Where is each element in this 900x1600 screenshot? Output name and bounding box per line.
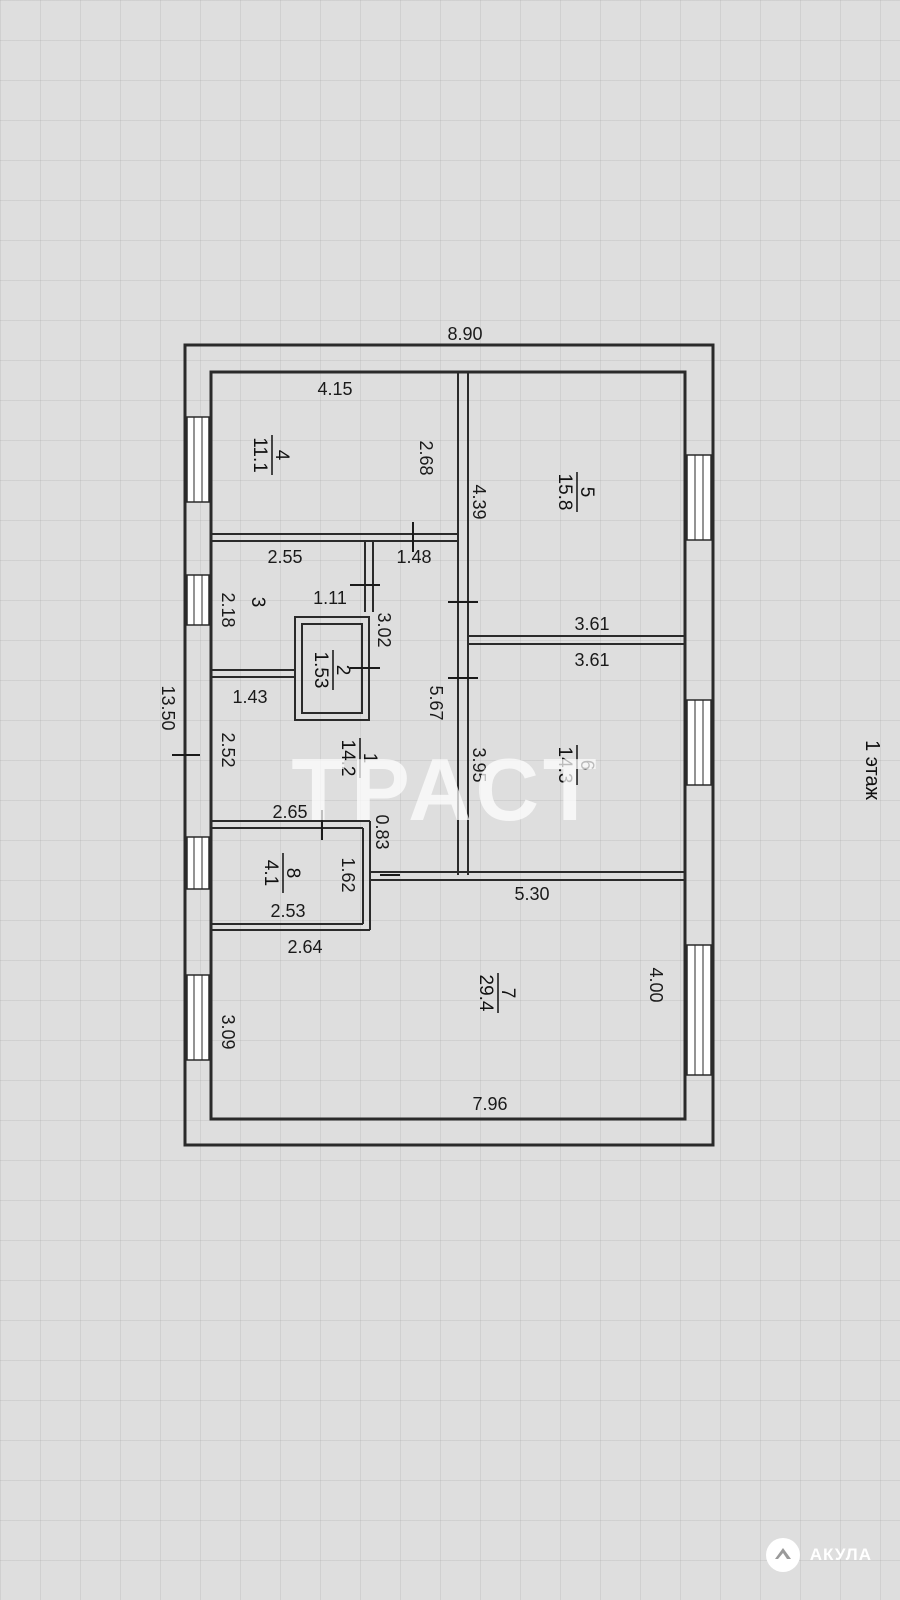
dim-room4-a: 4.15: [317, 379, 352, 399]
watermark-text: ТРАСТ: [291, 740, 602, 839]
dim-hall-f: 2.65: [272, 802, 307, 822]
dim-room8-a: 1.62: [338, 857, 358, 892]
room-7-label: 7 29.4: [475, 973, 518, 1013]
window-mullions: [193, 417, 704, 1075]
dim-room7-c: 3.09: [218, 1014, 238, 1049]
dim-hall-c: 5.67: [426, 685, 446, 720]
room-7-area: 29.4: [475, 975, 496, 1012]
room-8-area: 4.1: [260, 860, 281, 886]
room-8-label: 8 4.1: [260, 853, 303, 893]
room-2-label: 2 1.53: [310, 650, 353, 690]
room-4-label: 4 11.1: [249, 435, 292, 475]
room-6-number: 6: [576, 760, 597, 771]
dim-room3-a: 2.55: [267, 547, 302, 567]
room-1-area: 14.2: [337, 740, 358, 777]
interior-walls: [211, 372, 685, 931]
room-1-number: 1: [359, 753, 380, 764]
dim-room4-b: 2.68: [416, 440, 436, 475]
dim-room6-a: 3.61: [574, 650, 609, 670]
dim-room8-b: 2.53: [270, 901, 305, 921]
dim-room7-e: 7.96: [472, 1094, 507, 1114]
tick-marks: [172, 522, 478, 876]
floor-label: 1 этаж: [861, 740, 883, 801]
dim-hall-g: 0.83: [372, 814, 392, 849]
shark-logo-icon: [765, 1538, 800, 1572]
room-2-number: 2: [332, 665, 353, 676]
brand-name: АКУЛА: [809, 1545, 872, 1564]
dim-overall-height: 13.50: [158, 685, 178, 730]
window-left-4: [186, 974, 210, 1061]
room-8-number: 8: [282, 868, 303, 879]
window-right-3: [686, 944, 712, 1076]
window-left-3: [186, 836, 210, 890]
dim-room3-c: 1.11: [313, 588, 347, 608]
dim-room7-d: 4.00: [646, 967, 666, 1002]
dim-hall-a: 1.48: [396, 547, 431, 567]
window-left-2: [186, 574, 210, 626]
dim-room5-a: 4.39: [469, 484, 489, 519]
room-2-area: 1.53: [310, 652, 331, 689]
dim-room7-b: 2.64: [287, 937, 322, 957]
room-6-label: 6 14.3: [554, 745, 597, 785]
room-3-label: 3: [247, 597, 268, 608]
dim-hall-d: 2.52: [218, 732, 238, 767]
room-5-number: 5: [576, 487, 597, 498]
brand-badge: АКУЛА: [765, 1538, 872, 1572]
room-6-area: 14.3: [554, 747, 575, 784]
dim-room3-b: 2.18: [218, 592, 238, 627]
room-labels: 4 11.1 5 15.8 6 14.3 1 14.2 2: [247, 435, 597, 1013]
room-5-label: 5 15.8: [554, 472, 597, 512]
room-3-number: 3: [247, 597, 268, 608]
dim-hall-b: 3.02: [374, 612, 394, 647]
windows: [186, 416, 712, 1076]
room-7-number: 7: [497, 988, 518, 999]
room-4-area: 11.1: [249, 437, 270, 473]
outer-wall: [183, 343, 715, 1147]
dimension-labels: 8.90 13.50 4.15 2.68 4.39 3.61 3.61 3.95…: [158, 324, 666, 1114]
window-right-1: [686, 454, 712, 541]
room-1-label: 1 14.2: [337, 738, 380, 778]
dim-room5-b: 3.61: [574, 614, 609, 634]
dim-room6-b: 3.95: [469, 747, 489, 782]
inner-wall-outline: [209, 370, 687, 1121]
room-5-area: 15.8: [554, 474, 575, 511]
room-4-number: 4: [271, 450, 292, 461]
dim-overall-width: 8.90: [447, 324, 482, 344]
window-right-2: [686, 699, 712, 786]
dim-room7-a: 5.30: [514, 884, 549, 904]
window-left-1: [186, 416, 210, 503]
dim-hall-e: 1.43: [232, 687, 267, 707]
